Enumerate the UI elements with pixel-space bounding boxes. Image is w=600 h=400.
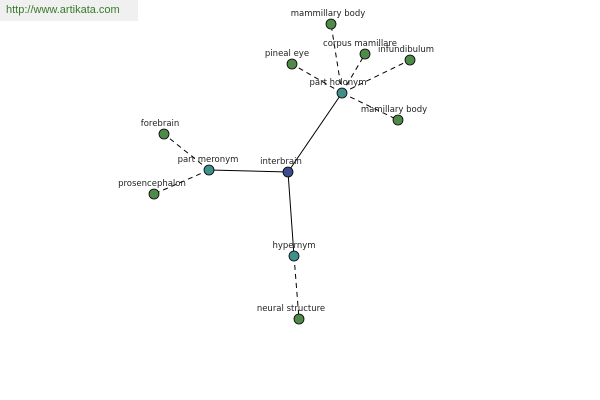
edge-meronym-forebrain (163, 133, 210, 171)
watermark-url[interactable]: http://www.artikata.com (0, 0, 138, 21)
label-corpus-mamillare: corpus mamillare (323, 39, 397, 49)
edge-center-holonym (287, 92, 343, 173)
node-interbrain[interactable] (282, 166, 294, 178)
node-corpus-mamillare[interactable] (359, 48, 371, 60)
node-part-meronym[interactable] (203, 164, 215, 176)
label-part-meronym: part meronym (178, 155, 239, 165)
label-pineal-eye: pineal eye (265, 49, 309, 59)
label-prosencephalon: prosencephalon (118, 179, 186, 189)
label-forebrain: forebrain (141, 119, 180, 129)
label-hypernym: hypernym (272, 241, 315, 251)
edge-holonym-corpus-mamillare (341, 53, 366, 94)
node-prosencephalon[interactable] (148, 188, 160, 200)
edge-holonym-pineal-eye (291, 63, 343, 94)
label-part-holonym: part holonym (310, 78, 367, 88)
edge-holonym-mammillary-body (330, 23, 343, 94)
label-mammillary-body-top: mammillary body (291, 9, 366, 19)
label-mamillary-body: mamillary body (361, 105, 427, 115)
node-hypernym[interactable] (288, 250, 300, 262)
node-pineal-eye[interactable] (286, 58, 298, 70)
node-infundibulum[interactable] (404, 54, 416, 66)
edge-holonym-mamillary-body (341, 92, 399, 121)
node-neural-structure[interactable] (293, 313, 305, 325)
node-mamillary-body[interactable] (392, 114, 404, 126)
edge-center-hypernym (287, 171, 295, 257)
edge-hypernym-neural-structure (293, 255, 300, 320)
node-part-holonym[interactable] (336, 87, 348, 99)
edge-meronym-prosencephalon (153, 169, 210, 195)
label-interbrain: interbrain (260, 157, 302, 167)
node-forebrain[interactable] (158, 128, 170, 140)
node-mammillary-body-top[interactable] (325, 18, 337, 30)
edge-center-meronym (208, 169, 289, 173)
edge-holonym-infundibulum (341, 59, 411, 94)
label-infundibulum: infundibulum (378, 45, 434, 55)
label-neural-structure: neural structure (257, 304, 325, 314)
